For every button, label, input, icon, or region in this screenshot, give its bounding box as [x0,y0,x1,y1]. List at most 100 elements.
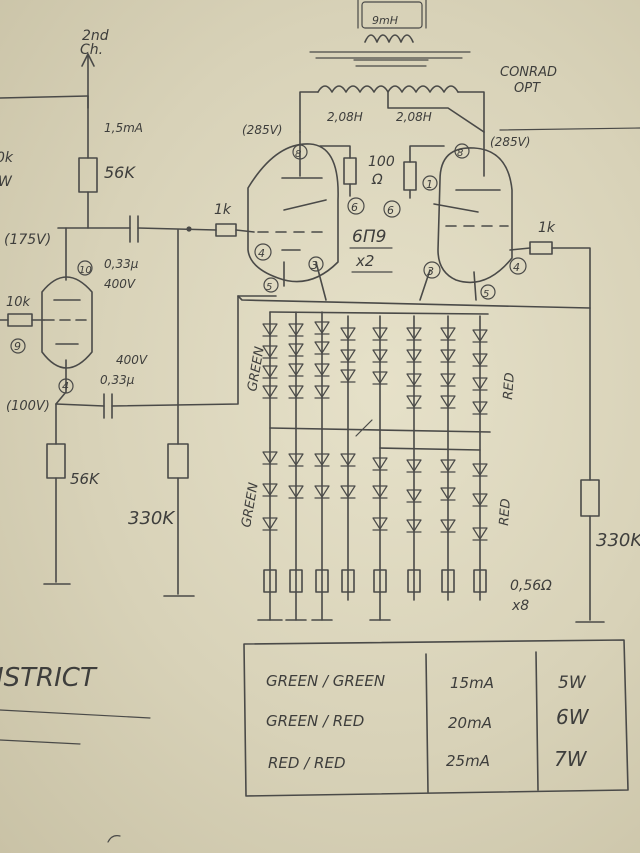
led-diode-icon [406,489,422,503]
led-diode-icon [262,385,278,399]
v285-right-label: (285V) [490,135,530,149]
tube-count-label: x2 [355,252,374,270]
led-diode-icon [314,321,330,335]
pin-4-right-label: 4 [513,261,520,274]
scribble-line [0,709,151,719]
pin-8-left-label: 8 [295,149,301,160]
sense-resistors [263,569,487,593]
led-diode-icon [406,395,422,409]
district-text: ISTRICT [0,663,98,693]
pin-10-label: 10 [79,265,92,276]
sense-resistor [263,569,277,593]
pin-8-right-label: 8 [457,148,463,159]
tube-type-label: 6П9 [352,227,386,247]
pin-marker [292,144,308,160]
led-diode-icon [340,453,356,467]
anode-resistor-label: 56K [104,163,136,182]
v175-label: (175V) [4,232,51,248]
pin-4-left-label: 4 [62,380,69,393]
led-diode-icon [440,327,456,341]
led-diode-icon [288,323,304,337]
led-diode-icon [288,363,304,377]
led-network [237,295,605,623]
led-diode-icon [372,371,388,385]
cap-top-voltage: 400V [104,277,136,291]
led-diode-icon [440,487,456,501]
output-resistor-label: 330K [596,530,640,551]
out-label-1: 2nd [82,28,109,44]
led-diode-icon [314,485,330,499]
led-diode-icon [288,453,304,467]
table-row-2-combo: GREEN / RED [266,712,364,730]
sense-resistor [473,569,487,593]
led-diode-icon [440,395,456,409]
opt-label-1: CONRAD [500,65,557,80]
out-label-2: Ch. [80,42,103,58]
pin-1-right-label: 1 [426,178,433,191]
screen-resistor-label: 100 [368,154,395,170]
partial-label-k: 0k [0,150,14,166]
sense-resistor [441,569,455,593]
led-diode-icon [262,365,278,379]
grid-stopper-label: 1k [214,202,232,218]
led-diode-icon [472,353,488,367]
sense-resistor [373,569,387,593]
pin-marker [263,277,279,293]
led-diode-icon [472,493,488,507]
scribble-line [0,739,81,745]
pin-marker [509,257,527,275]
grid-resistor-label: 10k [6,295,31,310]
red-lower-label: RED [497,498,514,526]
screen-resistor-unit: Ω [371,172,383,188]
sense-resistor-count: x8 [511,598,529,614]
pin-3-right-label: 3 [427,265,434,278]
led-markers [262,321,488,541]
led-diode-icon [262,323,278,337]
grid-leak-label: 330K [128,508,175,529]
pin-5-right-label: 5 [483,289,489,300]
v285-left-label: (285V) [242,123,282,137]
led-diode-icon [440,349,456,363]
pin-marker [454,143,470,159]
opt-label-2: OPT [514,81,541,96]
pin-marker [10,338,26,354]
pin-9-label: 9 [14,340,21,353]
current-label: 1,5mA [104,121,143,135]
opt-secondary-line [499,127,640,131]
pin-marker [77,260,93,276]
pin-3-left-label: 3 [311,259,318,272]
table-row-2-current: 20mA [448,714,492,732]
led-diode-icon [472,377,488,391]
junction-dot [186,226,192,232]
pin-marker [254,243,272,261]
led-diode-icon [372,349,388,363]
pin-6-right-label: 6 [387,204,394,217]
led-diode-icon [314,453,330,467]
choke-inductor [309,0,471,67]
led-diode-icon [472,463,488,477]
led-diode-icon [262,451,278,465]
pin-marker [480,284,496,300]
pin-marker [383,200,401,218]
pin-marker [347,197,365,215]
led-diode-icon [472,527,488,541]
led-diode-icon [340,485,356,499]
led-diode-icon [440,373,456,387]
pin-marker [423,261,441,279]
pin-4-mid-label: 4 [258,247,265,260]
sense-resistor [341,569,355,593]
led-diode-icon [406,349,422,363]
led-diode-icon [262,517,278,531]
led-diode-icon [372,517,388,531]
ind-right-label: 2,08H [396,110,432,124]
led-diode-icon [472,401,488,415]
led-diode-icon [288,385,304,399]
led-diode-icon [288,343,304,357]
table-row-2-power: 6W [556,705,590,729]
pin-marker [58,378,74,394]
table-row-3-power: 7W [554,747,588,771]
sense-resistor-value: 0,56Ω [510,578,552,594]
led-diode-icon [440,519,456,533]
